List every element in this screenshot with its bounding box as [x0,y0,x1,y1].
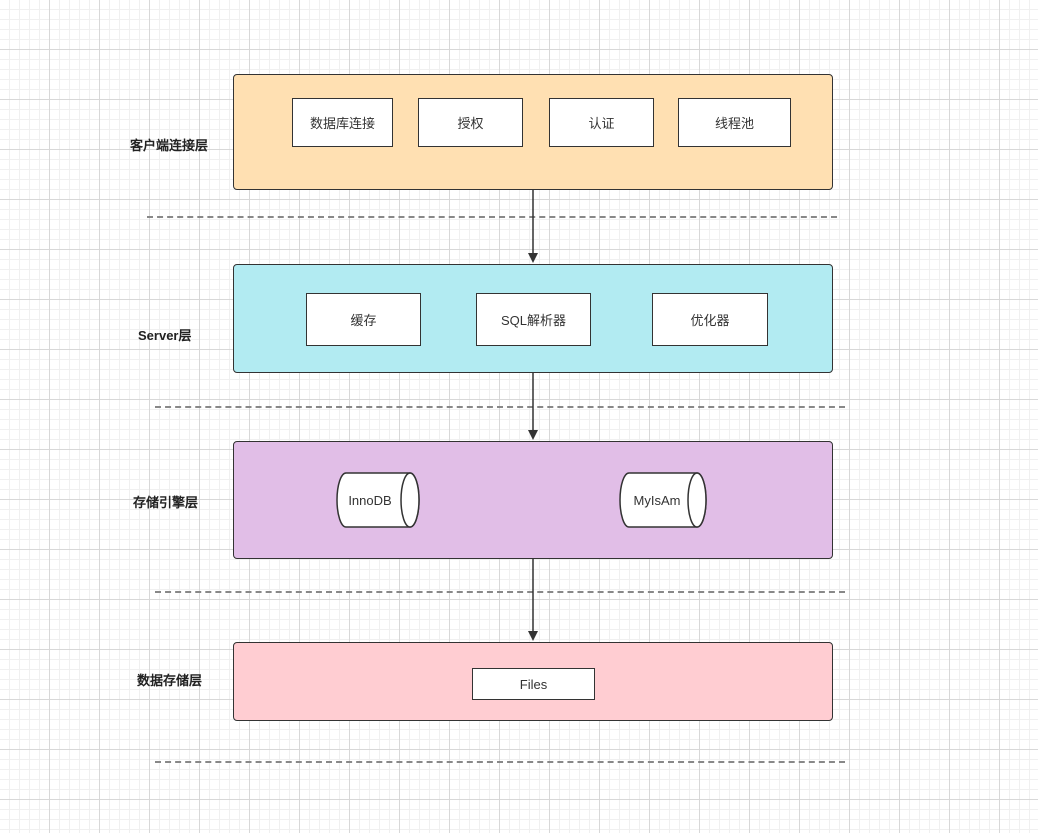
divider-engine [155,591,845,593]
storage-engine-layer[interactable] [233,441,833,559]
thread-pool-box[interactable]: 线程池 [678,98,791,147]
files-box[interactable]: Files [472,668,595,700]
client-connection-layer[interactable]: 数据库连接 授权 认证 线程池 [233,74,833,190]
myisam-label: MyIsAm [633,492,681,508]
optimizer-box[interactable]: 优化器 [652,293,768,346]
data-storage-layer[interactable]: Files [233,642,833,721]
db-connection-box[interactable]: 数据库连接 [292,98,393,147]
authorization-box[interactable]: 授权 [418,98,523,147]
sql-parser-box[interactable]: SQL解析器 [476,293,591,346]
server-layer[interactable]: 缓存 SQL解析器 优化器 [233,264,833,373]
storage-layer-label: 数据存储层 [137,673,203,688]
divider-client [147,216,837,218]
authentication-box[interactable]: 认证 [549,98,654,147]
innodb-label: InnoDB [348,492,392,508]
divider-server [155,406,845,408]
server-layer-label: Server层 [138,328,192,343]
engine-layer-label: 存储引擎层 [133,495,199,510]
client-layer-label: 客户端连接层 [130,138,209,153]
cache-box[interactable]: 缓存 [306,293,421,346]
divider-storage [155,761,845,763]
